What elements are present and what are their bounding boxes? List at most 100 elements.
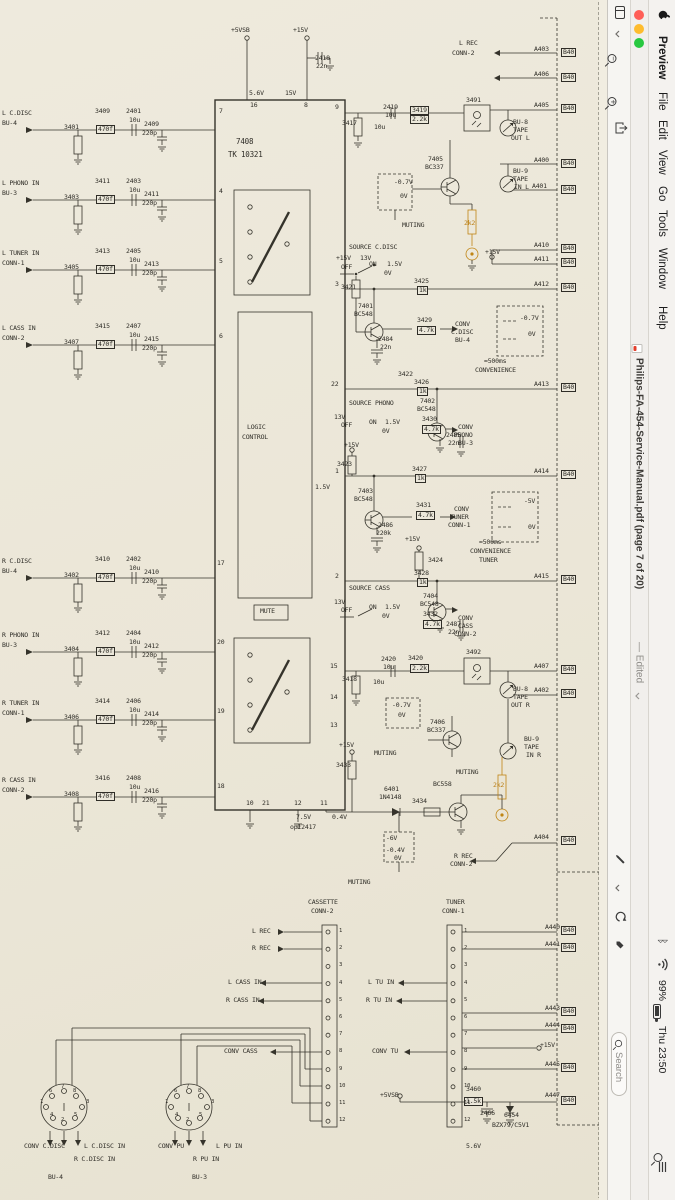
schematic-label: CONN-1	[442, 907, 465, 915]
share-icon[interactable]	[610, 122, 628, 134]
schematic-label: L PHONO IN	[2, 179, 40, 187]
control-strip-icon[interactable]	[653, 1162, 671, 1172]
schematic-label: 470f	[96, 715, 115, 724]
menu-tools[interactable]: Tools	[656, 210, 668, 237]
schematic-label: 3403	[64, 193, 79, 201]
connector-pin-number: 10	[464, 1082, 471, 1089]
schematic-label: CASSETTE	[308, 898, 338, 906]
schematic-label: 3411	[95, 177, 110, 185]
schematic-label: MUTE	[260, 607, 275, 615]
schematic-label: 3421	[341, 283, 356, 291]
schematic-label: 17	[217, 559, 225, 567]
schematic-label: 21	[262, 799, 270, 807]
preview-toolbar: − + Search	[607, 0, 630, 1200]
schematic-label: R REC	[454, 852, 473, 860]
markup-pen-icon[interactable]	[610, 854, 628, 865]
connector-pin-number: 12	[464, 1117, 471, 1124]
schematic-label: C.DISC	[451, 328, 474, 336]
schematic-label: 10u	[129, 116, 141, 124]
schematic-label: 3402	[64, 571, 79, 579]
menu-help[interactable]: Help	[656, 306, 668, 330]
schematic-label: BU-3	[2, 189, 17, 197]
schematic-label: L REC	[459, 39, 478, 47]
schematic-label: 2415	[144, 335, 159, 343]
schematic-label: A414	[534, 467, 549, 475]
zoom-out-icon[interactable]: −	[608, 54, 618, 63]
schematic-label: BU-4	[2, 567, 17, 575]
connector-pin-number: 4	[464, 979, 468, 986]
schematic-label: 3420	[408, 654, 423, 662]
schematic-label: 2416	[144, 787, 159, 795]
chevron-down-icon[interactable]	[610, 884, 628, 892]
window-titlebar: Philips-FA-454-Service-Manual.pdf (page …	[630, 0, 648, 1200]
schematic-label: -0.4V	[386, 846, 405, 854]
schematic-label: 3423	[337, 460, 352, 468]
schematic-label: +15V	[405, 535, 420, 543]
sidebar-icon[interactable]	[610, 6, 628, 19]
zoom-in-icon[interactable]: +	[608, 97, 618, 107]
schematic-label: A406	[534, 70, 549, 78]
battery-percent[interactable]: 99%	[656, 980, 668, 1002]
schematic-label: 3	[335, 280, 339, 288]
zoom-button[interactable]	[634, 38, 644, 48]
close-button[interactable]	[634, 10, 644, 20]
highlight-icon[interactable]	[610, 940, 628, 950]
schematic-label: 8	[73, 1088, 77, 1094]
connector-pin-number: 8	[339, 1048, 343, 1055]
schematic-label: L C.DISC IN	[84, 1142, 125, 1150]
schematic-label: +15V	[293, 26, 308, 34]
schematic-label: CONV	[455, 320, 470, 328]
schematic-label: R REC	[252, 944, 271, 952]
menu-window[interactable]: Window	[656, 248, 668, 289]
pdf-file-icon	[632, 344, 643, 353]
schematic-label: 2401	[126, 107, 141, 115]
schematic-label: B40	[561, 1024, 577, 1033]
battery-icon[interactable]	[653, 1004, 661, 1019]
schematic-label: 2k2	[464, 219, 476, 227]
menu-go[interactable]: Go	[656, 186, 668, 202]
schematic-label: OUT R	[511, 701, 530, 709]
schematic-label: BU-4	[48, 1173, 63, 1181]
schematic-label: 1k	[417, 286, 429, 295]
wifi-icon[interactable]	[653, 958, 671, 971]
schematic-label: B40	[561, 383, 577, 392]
bluetooth-icon[interactable]: ᛒ	[656, 938, 668, 945]
schematic-label: 19	[217, 707, 225, 715]
schematic-label: 15	[330, 662, 338, 670]
schematic-label: A404	[534, 833, 549, 841]
menubar-clock[interactable]: Thu 23:50	[656, 1026, 668, 1074]
schematic-label: 8	[198, 1088, 202, 1094]
schematic-label: TUNER	[446, 898, 465, 906]
schematic-label: B40	[561, 244, 577, 253]
schematic-label: +15V	[485, 248, 500, 256]
schematic-label: 470f	[96, 125, 115, 134]
chevron-down-icon[interactable]	[610, 30, 628, 38]
window-title: Philips-FA-454-Service-Manual.pdf (page …	[634, 358, 645, 590]
schematic-label: BU-3	[2, 641, 17, 649]
schematic-label: 220p	[142, 269, 157, 277]
schematic-label: 10u	[129, 783, 141, 791]
menu-app-preview[interactable]: Preview	[656, 36, 668, 80]
apple-icon[interactable]	[653, 10, 671, 22]
schematic-label: R PHONO IN	[2, 631, 40, 639]
connector-pin-number: 1	[464, 928, 468, 934]
minimize-button[interactable]	[634, 24, 644, 34]
schematic-label: 7402	[420, 397, 435, 405]
schematic-label: 220k	[376, 529, 391, 537]
schematic-label: MUTING	[456, 768, 479, 776]
schematic-label: 1N4148	[379, 793, 402, 801]
schematic-label: 4.7k	[416, 511, 435, 520]
schematic-label: 13V	[334, 598, 346, 606]
schematic-label: 20	[217, 638, 225, 646]
menu-file[interactable]: File	[656, 92, 668, 111]
schematic-label: -0.7V	[392, 701, 411, 709]
menu-edit[interactable]: Edit	[656, 120, 668, 140]
connector-pin-number: 5	[339, 996, 343, 1003]
menu-view[interactable]: View	[656, 150, 668, 175]
search-input[interactable]: Search	[611, 1032, 627, 1096]
schematic-label: 2409	[144, 120, 159, 128]
title-chevron-icon[interactable]	[631, 692, 649, 700]
rotate-left-icon[interactable]	[610, 910, 628, 923]
schematic-label: 7403	[358, 487, 373, 495]
connector-pin-number: 9	[464, 1065, 468, 1072]
